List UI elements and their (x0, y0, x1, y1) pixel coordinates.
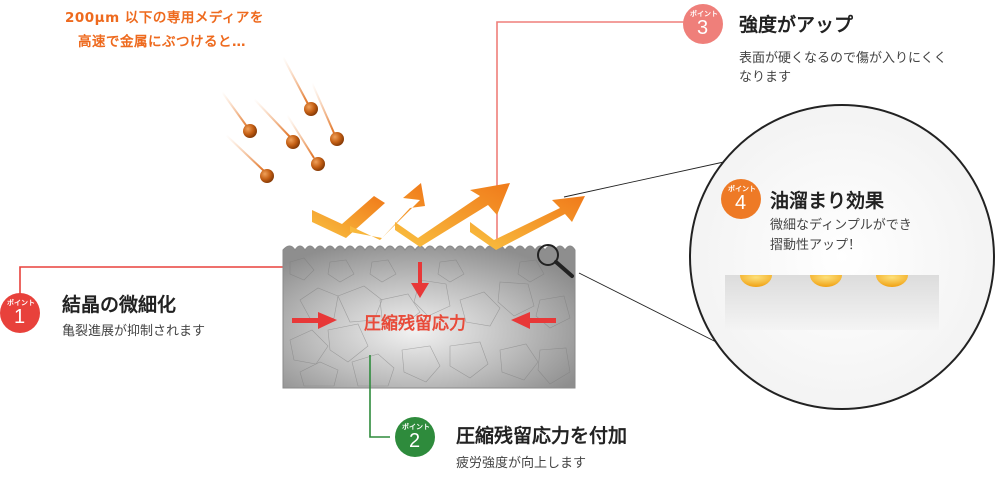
oil-dimple (876, 275, 908, 287)
point2-title: 圧縮残留応力を付加 (456, 425, 628, 447)
point3-desc2: なります (739, 70, 792, 85)
metal-block (282, 245, 576, 389)
stress-arrows (292, 262, 556, 329)
oil-dimple (810, 275, 842, 287)
point2-badge (395, 417, 435, 457)
media-ball (260, 169, 274, 183)
media-text-line2: 高速で金属にぶつけると… (78, 34, 246, 50)
compressive-stress-label: 圧縮残留応力 (364, 314, 466, 334)
point3-desc: 表面が硬くなるので傷が入りにくく (739, 51, 947, 66)
media-text-line1: 200μm 以下の専用メディアを (65, 10, 264, 26)
point4-desc2: 摺動性アップ！ (770, 238, 862, 253)
point3-badge-number: 3 (697, 17, 709, 39)
point3-title: 強度がアップ (739, 14, 854, 36)
point1-badge-word: ポイント (7, 299, 35, 307)
point2-leader-line (369, 355, 390, 438)
point4-badge-number: 4 (735, 192, 747, 214)
point1-badge-number: 1 (14, 306, 26, 328)
point4-badge-word: ポイント (728, 185, 756, 193)
point4-title: 油溜まり効果 (770, 190, 885, 212)
media-ball (330, 132, 344, 146)
zoom-circle (689, 104, 995, 410)
point2-badge-word: ポイント (402, 423, 430, 431)
point4-desc: 微細なディンプルができ (770, 218, 912, 233)
point2-badge-number: 2 (409, 430, 421, 452)
point3-badge (683, 4, 723, 44)
point2-desc: 疲労強度が向上します (456, 456, 587, 471)
oil-dimple (740, 275, 772, 287)
point4-badge (721, 179, 761, 219)
impact-arrows (312, 183, 585, 250)
media-ball (311, 157, 325, 171)
point1-title: 結晶の微細化 (62, 294, 177, 316)
point1-badge (0, 293, 40, 333)
media-ball (304, 102, 318, 116)
media-ball (286, 135, 300, 149)
point3-badge-word: ポイント (690, 10, 718, 18)
point1-desc: 亀裂進展が抑制されます (62, 324, 206, 339)
media-ball (243, 124, 257, 138)
point3-leader-line (496, 21, 688, 262)
media-balls (221, 56, 344, 183)
